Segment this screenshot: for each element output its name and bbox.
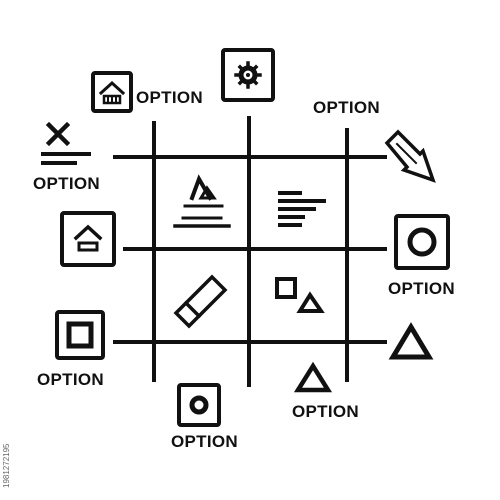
gear-icon [221, 48, 275, 102]
option-label-bottom-left: OPTION [171, 432, 238, 451]
dot-square-icon [177, 383, 221, 427]
stock-id-watermark: 1981272195 [2, 443, 11, 489]
home-small-icon [60, 211, 116, 267]
pencil-icon [173, 274, 228, 329]
grid [113, 116, 387, 387]
square-square-icon [55, 310, 105, 360]
option-label-left-upper: OPTION [33, 174, 100, 193]
option-label-right-middle: OPTION [388, 279, 455, 298]
option-label-top-left: OPTION [136, 88, 203, 107]
triangle-icon [388, 322, 434, 360]
water-pyramid-icon [173, 174, 231, 228]
triangle-icon-small [293, 361, 333, 393]
house-icon [91, 71, 133, 113]
option-label-bottom-right: OPTION [292, 402, 359, 421]
option-label-left-lower: OPTION [37, 370, 104, 389]
align-left-icon [278, 191, 326, 227]
close-lines-icon [41, 121, 91, 165]
circle-square-icon [394, 214, 450, 270]
option-label-top-right: OPTION [313, 98, 380, 117]
arrow-down-right-icon [384, 129, 436, 183]
shapes-icon [275, 277, 325, 313]
